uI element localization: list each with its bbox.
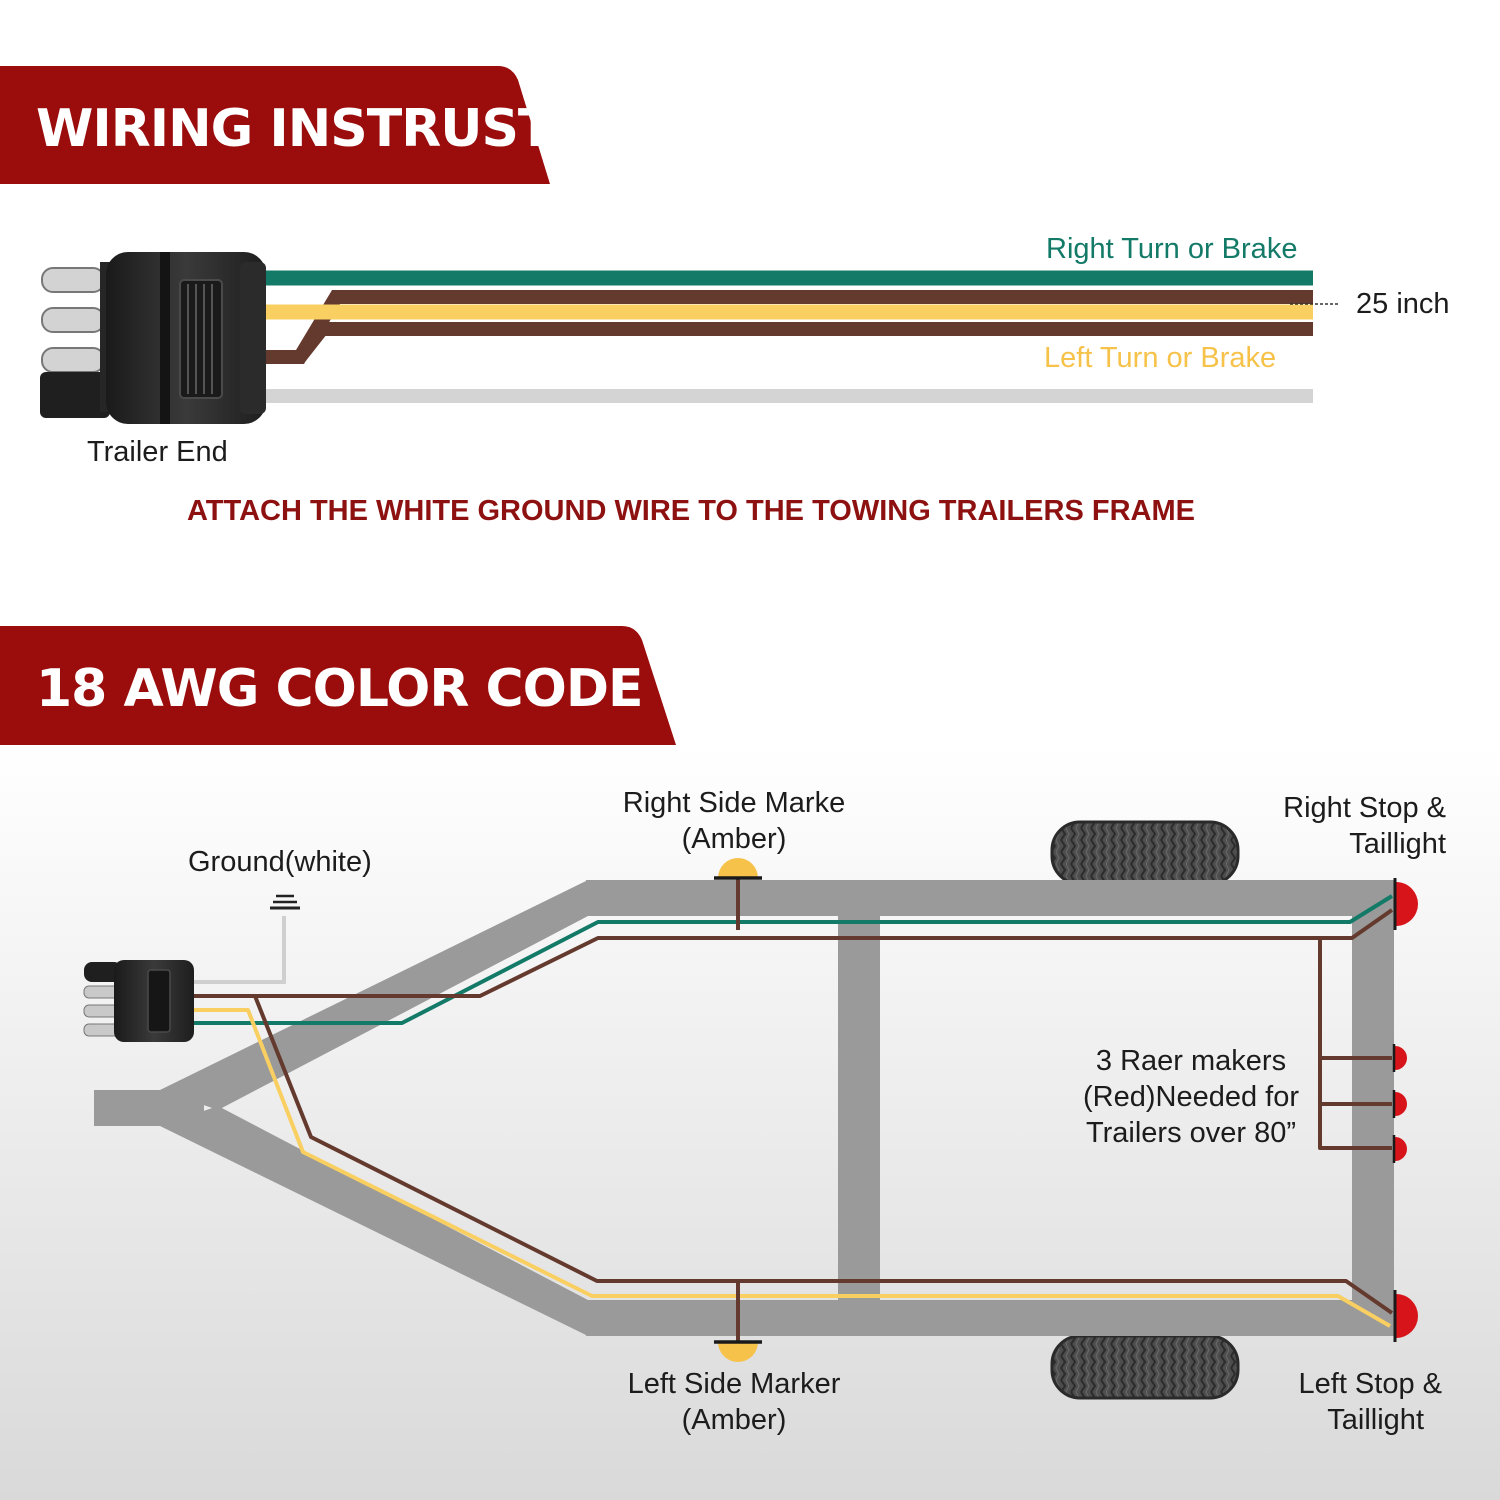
right-side-marker-light xyxy=(714,858,762,880)
label-trailer-end: Trailer End xyxy=(87,436,228,468)
label-length: 25 inch xyxy=(1356,288,1450,320)
frame-rail-bottom xyxy=(586,1300,1396,1336)
diagram-connector xyxy=(83,960,194,1042)
label-left-stop-line1: Left Stop & xyxy=(1299,1368,1443,1400)
right-stop-taillight xyxy=(1393,878,1418,930)
label-left-turn: Left Turn or Brake xyxy=(1044,342,1276,374)
label-rear-markers-line3: Trailers over 80” xyxy=(1086,1117,1296,1149)
section1-banner: WIRING INSTRUSTION xyxy=(0,66,657,184)
section2-banner: 18 AWG COLOR CODE WIRES xyxy=(0,626,845,745)
label-left-side-marker-line2: (Amber) xyxy=(682,1404,787,1436)
rear-marker-light xyxy=(1392,1044,1407,1072)
label-right-side-marker-line1: Right Side Marke xyxy=(623,787,845,819)
rear-marker-light xyxy=(1392,1135,1407,1163)
frame-crossmember xyxy=(838,880,880,1336)
left-side-marker-light xyxy=(714,1340,762,1362)
wire-green-right xyxy=(192,894,1394,1025)
frame-rail-top xyxy=(586,880,1396,916)
trailer-end-connector xyxy=(40,252,266,424)
connector-pins xyxy=(40,262,114,418)
label-right-turn: Right Turn or Brake xyxy=(1046,233,1297,265)
diagram-wires xyxy=(192,878,1394,1342)
left-stop-taillight xyxy=(1393,1290,1418,1342)
wire-brown-left xyxy=(253,995,1394,1315)
label-left-side-marker-line1: Left Side Marker xyxy=(628,1368,841,1400)
frame-arm-lower xyxy=(160,1106,588,1336)
label-right-stop-line1: Right Stop & xyxy=(1283,792,1446,824)
wire-white-ground xyxy=(192,916,286,984)
tire-left xyxy=(1050,1334,1240,1400)
banner-shape xyxy=(0,66,550,184)
label-rear-markers-line1: 3 Raer makers xyxy=(1096,1045,1286,1077)
label-right-stop-line2: Taillight xyxy=(1349,828,1446,860)
label-left-stop-line2: Taillight xyxy=(1327,1404,1424,1436)
label-ground: Ground(white) xyxy=(188,846,372,878)
connector-grip xyxy=(179,279,223,399)
wire-harness-25in xyxy=(262,270,1313,403)
frame-rear-bar xyxy=(1352,880,1394,1336)
wire-yellow-left xyxy=(192,1008,1391,1328)
ground-symbol xyxy=(270,894,300,910)
banner-title: WIRING INSTRUSTION xyxy=(36,99,656,159)
rear-marker-light xyxy=(1392,1090,1407,1118)
wire-rear-markers xyxy=(1318,938,1392,1150)
wire-brown-right xyxy=(192,908,1394,998)
label-right-side-marker-line2: (Amber) xyxy=(682,823,787,855)
banner-shape xyxy=(0,626,676,745)
label-rear-markers-line2: (Red)Needed for xyxy=(1083,1081,1299,1113)
wire-brown-lower xyxy=(294,322,1313,362)
banner-title: 18 AWG COLOR CODE WIRES xyxy=(36,659,844,719)
tire-right xyxy=(1050,820,1240,886)
trailer-frame xyxy=(94,880,1396,1336)
ground-wire-note: ATTACH THE WHITE GROUND WIRE TO THE TOWI… xyxy=(187,495,1195,527)
rear-marker-lights xyxy=(1392,1044,1407,1163)
